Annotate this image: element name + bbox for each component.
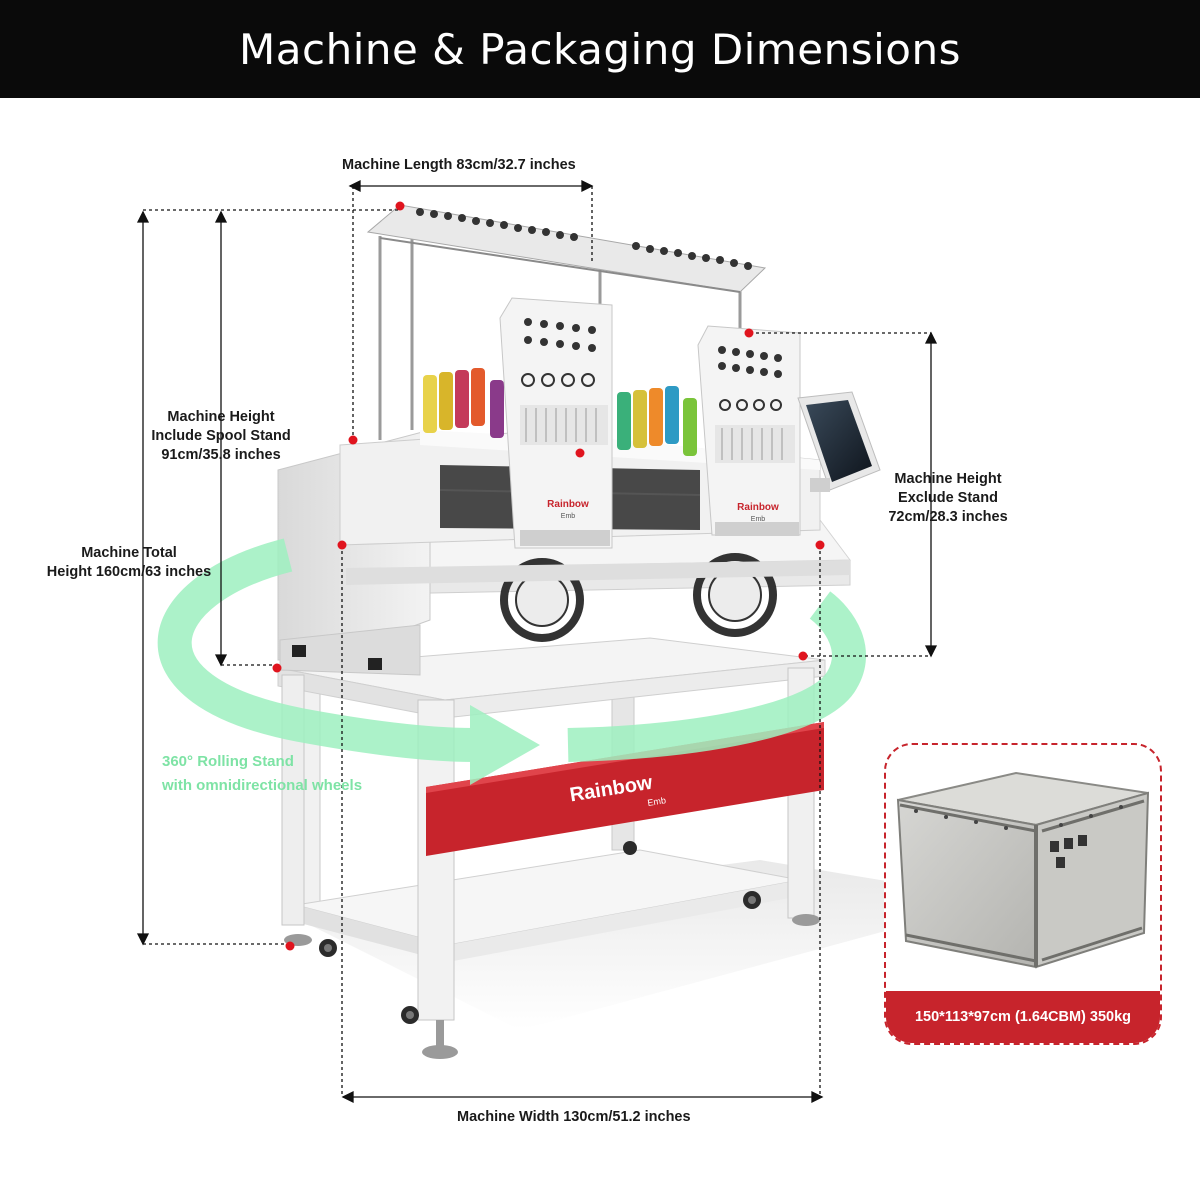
- caster-wheel-icon: [319, 841, 761, 1024]
- reference-dots: [272, 201, 825, 951]
- thread-spool: [455, 370, 469, 428]
- height-spool-line-2: Include Spool Stand: [151, 428, 291, 444]
- embroidery-head-right: Rainbow Emb: [697, 325, 801, 536]
- length-text: Machine Length 83cm/32.7 inches: [342, 157, 576, 173]
- height-exclude-label: Machine Height Exclude Stand 72cm/28.3 i…: [878, 470, 1018, 527]
- thread-spool: [633, 390, 647, 448]
- thread-spool: [683, 398, 697, 456]
- head-left-logo: Rainbow: [547, 499, 589, 510]
- height-spool-line-3: 91cm/35.8 inches: [161, 447, 281, 463]
- total-height-label: Machine Total Height 160cm/63 inches: [34, 544, 224, 582]
- packaging-card: 150*113*97cm (1.64CBM) 350kg: [884, 743, 1162, 1045]
- height-exclude-line-1: Machine Height: [894, 471, 1002, 487]
- thread-spools: [423, 368, 697, 456]
- width-text: Machine Width 130cm/51.2 inches: [457, 1109, 691, 1125]
- shipping-crate-icon: [896, 771, 1150, 969]
- spool-stand: [366, 204, 767, 460]
- width-label: Machine Width 130cm/51.2 inches: [457, 1108, 691, 1127]
- head-left-logo-sub: Emb: [561, 513, 576, 520]
- touchscreen-icon: [797, 391, 881, 492]
- height-exclude-line-2: Exclude Stand: [898, 490, 998, 506]
- stand-brand-sub: Emb: [647, 795, 667, 808]
- feature-line-1: 360° Rolling Stand: [162, 753, 294, 770]
- height-spool-line-1: Machine Height: [167, 409, 275, 425]
- page-title: Machine & Packaging Dimensions: [239, 24, 961, 74]
- thread-spool: [439, 372, 453, 430]
- head-right-logo: Rainbow: [737, 502, 779, 513]
- length-label: Machine Length 83cm/32.7 inches: [342, 156, 576, 175]
- packaging-caption: 150*113*97cm (1.64CBM) 350kg: [886, 991, 1160, 1043]
- total-height-line-2: Height 160cm/63 inches: [46, 564, 212, 580]
- rotation-arrow-icon: [157, 538, 866, 785]
- machine-body: [277, 429, 851, 676]
- thread-spool: [423, 375, 437, 433]
- height-exclude-line-3: 72cm/28.3 inches: [888, 509, 1008, 525]
- thread-spool: [617, 392, 631, 450]
- height-spool-label: Machine Height Include Spool Stand 91cm/…: [143, 408, 299, 465]
- rolling-stand-feature: 360° Rolling Stand with omnidirectional …: [162, 750, 362, 798]
- total-height-line-1: Machine Total: [81, 545, 177, 561]
- feature-line-2: with omnidirectional wheels: [162, 777, 363, 794]
- thread-spool: [665, 386, 679, 444]
- embroidery-head-left: Rainbow Emb: [499, 297, 613, 549]
- thread-spool: [490, 380, 504, 438]
- header-banner: Machine & Packaging Dimensions: [0, 0, 1200, 98]
- thread-spool: [649, 388, 663, 446]
- dimension-lines: [136, 179, 938, 1104]
- thread-spool: [471, 368, 485, 426]
- head-right-logo-sub: Emb: [751, 516, 766, 523]
